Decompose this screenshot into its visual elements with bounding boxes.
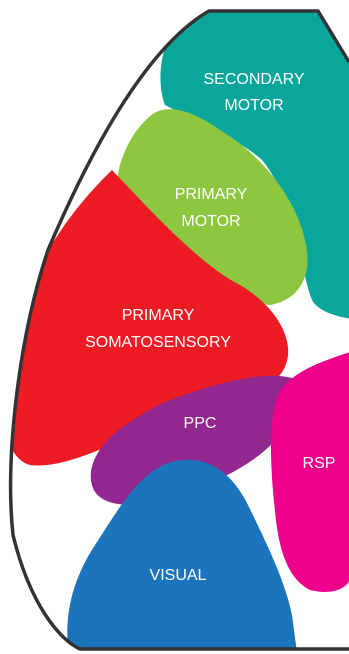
- secondary-motor-label-line1: SECONDARY: [203, 71, 304, 88]
- secondary-motor-region: [160, 11, 349, 320]
- visual-region: [67, 459, 298, 649]
- visual-label: VISUAL: [150, 567, 207, 584]
- hemisphere-outline: [8, 9, 349, 651]
- rsp-region: [271, 352, 349, 592]
- primary-somatosensory-label-line2: SOMATOSENSORY: [85, 334, 231, 351]
- primary-motor-region: [117, 109, 308, 305]
- primary-somatosensory-label-line1: PRIMARY: [122, 307, 195, 324]
- secondary-motor-label-line2: MOTOR: [224, 97, 283, 114]
- ppc-region: [90, 375, 301, 505]
- rsp-label: RSP: [303, 455, 336, 472]
- ppc-label: PPC: [184, 415, 217, 432]
- primary-motor-label-line2: MOTOR: [181, 213, 240, 230]
- primary-motor-label-line1: PRIMARY: [175, 186, 248, 203]
